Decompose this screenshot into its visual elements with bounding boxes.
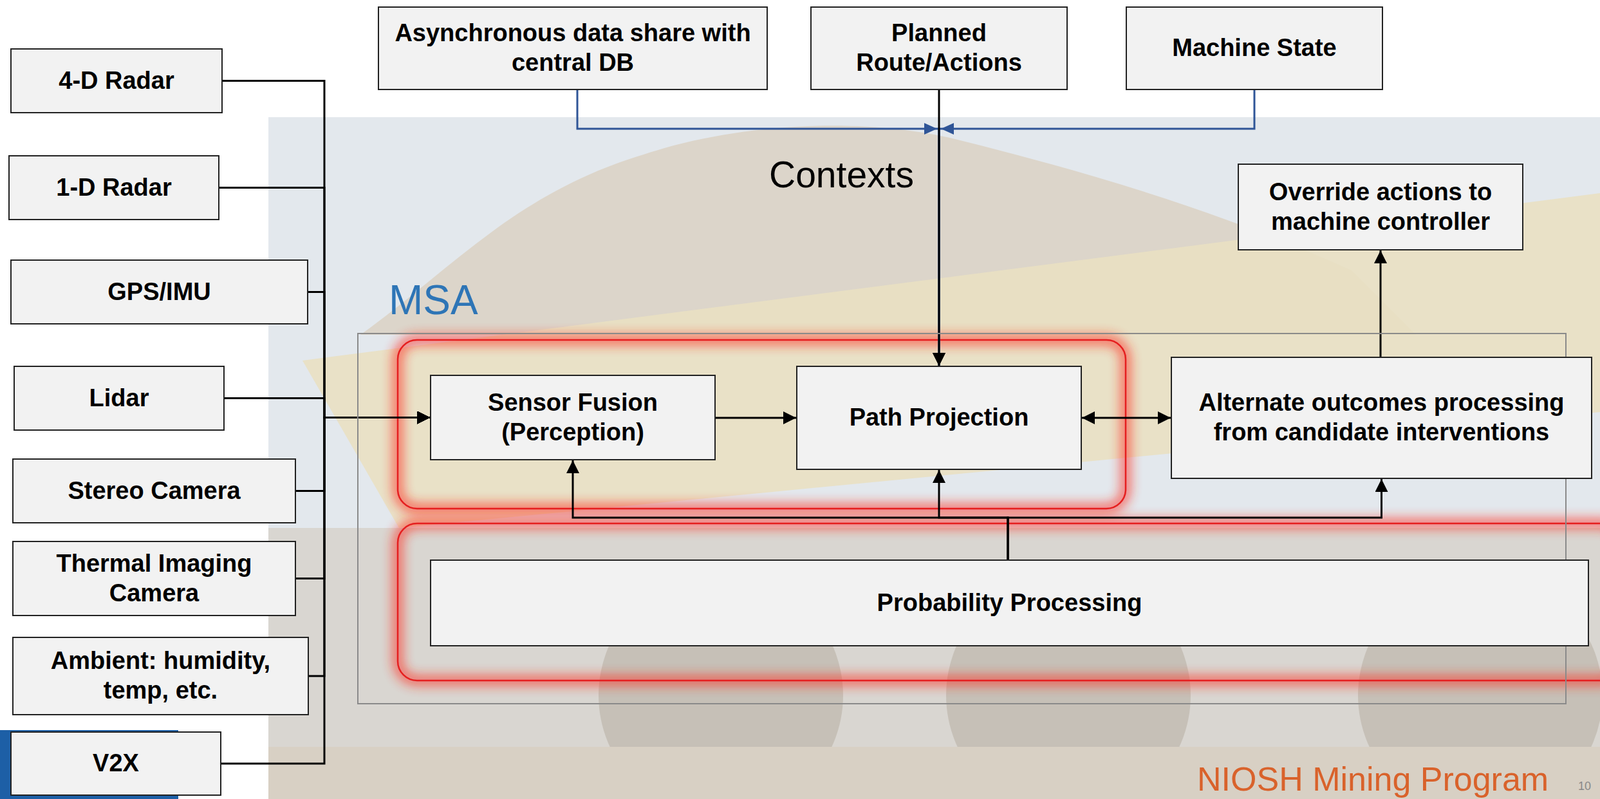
page-number: 10 [1578, 780, 1591, 793]
box-label: 1-D Radar [55, 173, 172, 203]
process-box: Path Projection [796, 365, 1082, 470]
box-label: Lidar [89, 383, 150, 414]
box-label: Stereo Camera [67, 476, 241, 506]
sensor-box: GPS/IMU [10, 259, 309, 325]
connector [938, 90, 941, 366]
box-label: 4-D Radar [58, 66, 175, 96]
msa-group: MSASensor Fusion (Perception)Path Projec… [357, 332, 1567, 705]
process-box: Probability Processing [429, 559, 1590, 647]
sensor-box: 4-D Radar [10, 48, 223, 114]
highlight-glow [397, 523, 1600, 681]
box-label: Probability Processing [877, 588, 1143, 618]
box-label: Path Projection [849, 402, 1030, 433]
box-label: Planned Route/Actions [818, 18, 1061, 78]
highlight-outline [397, 339, 1126, 509]
connector [939, 90, 1255, 366]
connector [296, 417, 430, 579]
sensor-box: Stereo Camera [12, 458, 297, 524]
connector [1379, 250, 1382, 357]
sensor-box: V2X [10, 731, 222, 796]
box-label: Asynchronous data share with central DB [385, 18, 761, 78]
footer-brand: NIOSH Mining Program [1197, 760, 1549, 798]
highlight-outline [397, 523, 1600, 681]
process-box: Alternate outcomes processing from candi… [1170, 356, 1593, 479]
sensor-box: Thermal Imaging Camera [12, 540, 297, 616]
connector [222, 81, 430, 418]
group-heading: MSA [388, 278, 479, 322]
box-label: Thermal Imaging Camera [19, 548, 289, 608]
connector [577, 90, 940, 366]
box-label: Ambient: humidity, temp, etc. [19, 646, 302, 705]
connector [1007, 478, 1382, 560]
connector [1081, 417, 1171, 419]
connector [572, 460, 1008, 560]
box-label: Override actions to machine controller [1245, 177, 1516, 237]
sensor-box: Ambient: humidity, temp, etc. [12, 636, 309, 716]
context-box: Planned Route/Actions [810, 6, 1068, 91]
connector [224, 398, 430, 418]
highlight-glow [397, 339, 1126, 509]
connector [715, 417, 797, 419]
connector [939, 469, 1008, 560]
box-label: Alternate outcomes processing from candi… [1178, 388, 1585, 447]
box-label: V2X [92, 748, 140, 779]
sensor-box: 1-D Radar [8, 155, 220, 221]
process-box: Sensor Fusion (Perception) [429, 374, 716, 461]
context-heading: Contexts [769, 154, 914, 196]
context-box: Asynchronous data share with central DB [377, 6, 768, 91]
context-box: Machine State [1125, 6, 1384, 91]
box-label: Sensor Fusion (Perception) [437, 388, 708, 447]
output-box: Override actions to machine controller [1237, 163, 1524, 251]
connector [308, 417, 430, 677]
connector [296, 417, 430, 492]
box-label: GPS/IMU [107, 277, 211, 307]
sensor-box: Lidar [13, 365, 225, 431]
box-label: Machine State [1172, 33, 1337, 64]
ground [268, 746, 1600, 799]
